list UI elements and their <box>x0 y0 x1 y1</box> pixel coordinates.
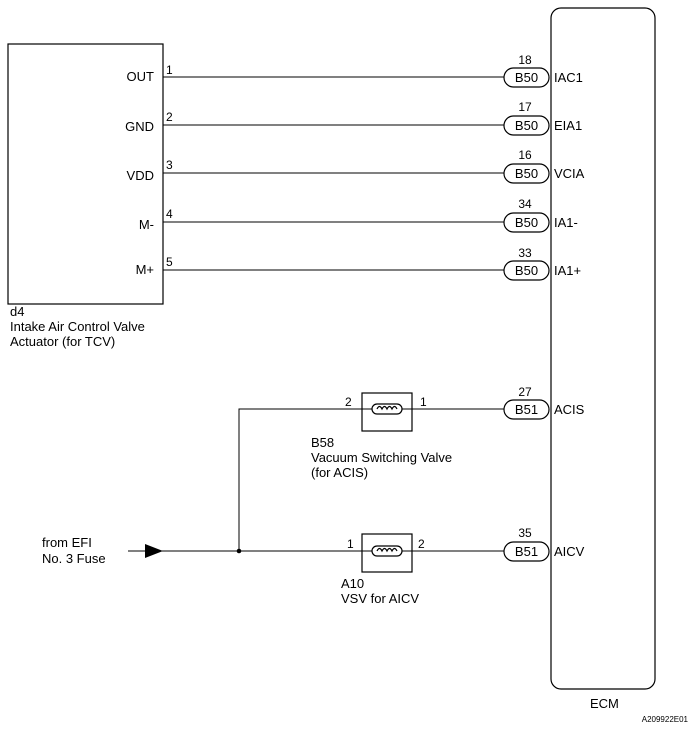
wire <box>238 408 362 551</box>
ecm-box <box>550 7 656 690</box>
ecm-terminal-name: VCIA <box>554 166 585 181</box>
connector-code: B50 <box>515 70 538 85</box>
ecm-pin: 35 <box>518 526 532 540</box>
actuator-name-line2: Actuator (for TCV) <box>10 334 115 349</box>
source-line1: from EFI <box>42 535 92 550</box>
ecm-pin: 34 <box>518 197 532 211</box>
circuit-row-4: M- 4 34 B50 IA1- <box>139 197 578 233</box>
vsv-pin-left: 2 <box>345 395 352 409</box>
connector-shape <box>503 260 550 281</box>
connector-shape <box>503 399 550 420</box>
ecm-pin: 27 <box>518 385 532 399</box>
actuator-pin: 3 <box>166 158 173 172</box>
circuit-row-2: GND 2 17 B50 EIA1 <box>125 100 582 136</box>
actuator-terminal-label: OUT <box>127 69 155 84</box>
connector-shape <box>503 163 550 184</box>
ecm-pin: 18 <box>518 53 532 67</box>
vsv-name-line1: Vacuum Switching Valve <box>311 450 452 465</box>
ecm-label: ECM <box>590 696 619 711</box>
source-line2: No. 3 Fuse <box>42 551 106 566</box>
actuator-pin: 1 <box>166 63 173 77</box>
connector-code: B50 <box>515 215 538 230</box>
connector-shape <box>503 67 550 88</box>
coil-winding <box>376 405 398 411</box>
actuator-pin: 2 <box>166 110 173 124</box>
actuator-terminal-label: VDD <box>127 168 154 183</box>
circuit-row-5: M+ 5 33 B50 IA1+ <box>136 246 581 281</box>
actuator-box <box>7 43 164 305</box>
connector-shape <box>503 212 550 233</box>
vsv-aicv: 1 2 A10 VSV for AICV <box>341 533 506 606</box>
ecm-terminal-name: IA1- <box>554 215 578 230</box>
ecm-terminal-name: EIA1 <box>554 118 582 133</box>
ecm-terminal-name: ACIS <box>554 402 585 417</box>
circuit-row-1: OUT 1 18 B50 IAC1 <box>127 53 583 88</box>
arrow-right-icon <box>145 544 163 558</box>
vsv-code: A10 <box>341 576 364 591</box>
connector-code: B50 <box>515 166 538 181</box>
ecm-terminal-name: IA1+ <box>554 263 581 278</box>
ecm-pin: 17 <box>518 100 532 114</box>
actuator-code: d4 <box>10 304 24 319</box>
connector-code: B51 <box>515 544 538 559</box>
coil-winding <box>376 547 398 553</box>
actuator-pin: 4 <box>166 207 173 221</box>
connector-code: B50 <box>515 263 538 278</box>
circuit-row-6: 27 B51 ACIS <box>503 385 585 420</box>
actuator-terminal-label: M- <box>139 217 154 232</box>
actuator-pin: 5 <box>166 255 173 269</box>
connector-shape <box>503 541 550 562</box>
vsv-pin-left: 1 <box>347 537 354 551</box>
vsv-acis: 2 1 B58 Vacuum Switching Valve (for ACIS… <box>311 392 506 480</box>
actuator-terminal-label: GND <box>125 119 154 134</box>
connector-code: B50 <box>515 118 538 133</box>
vsv-name-line2: (for ACIS) <box>311 465 368 480</box>
ecm-pin: 33 <box>518 246 532 260</box>
vsv-pin-right: 2 <box>418 537 425 551</box>
power-feed: from EFI No. 3 Fuse <box>42 408 362 566</box>
actuator-terminal-label: M+ <box>136 262 154 277</box>
ecm-terminal-name: AICV <box>554 544 585 559</box>
figure-code: A209922E01 <box>642 715 689 724</box>
vsv-pin-right: 1 <box>420 395 427 409</box>
vsv-code: B58 <box>311 435 334 450</box>
ecm-pin: 16 <box>518 148 532 162</box>
actuator-name-line1: Intake Air Control Valve <box>10 319 145 334</box>
vsv-name-line1: VSV for AICV <box>341 591 419 606</box>
circuit-row-3: VDD 3 16 B50 VCIA <box>127 148 585 184</box>
connector-code: B51 <box>515 402 538 417</box>
connector-shape <box>503 115 550 136</box>
ecm-terminal-name: IAC1 <box>554 70 583 85</box>
circuit-row-7: 35 B51 AICV <box>503 526 585 562</box>
